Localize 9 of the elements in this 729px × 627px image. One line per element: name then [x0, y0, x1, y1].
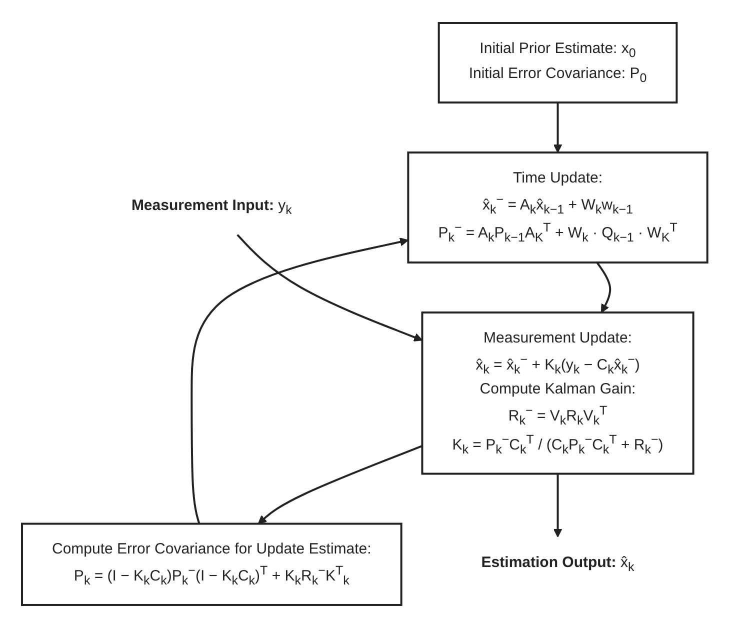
- arrow: [596, 261, 611, 312]
- node-box: Initial Prior Estimate: x$_{0}$ Initial Error Covariance: P$_{0}$: [438, 22, 678, 103]
- arrow: [236, 234, 422, 341]
- arrow: [190, 237, 408, 524]
- node-text: Estimation Output: x̂$_{k}$: [481, 553, 634, 574]
- arrow: [258, 444, 422, 524]
- arrow: [553, 102, 562, 152]
- node-text: Measurement Input: y$_{k}$: [131, 196, 292, 217]
- arrow: [553, 473, 562, 537]
